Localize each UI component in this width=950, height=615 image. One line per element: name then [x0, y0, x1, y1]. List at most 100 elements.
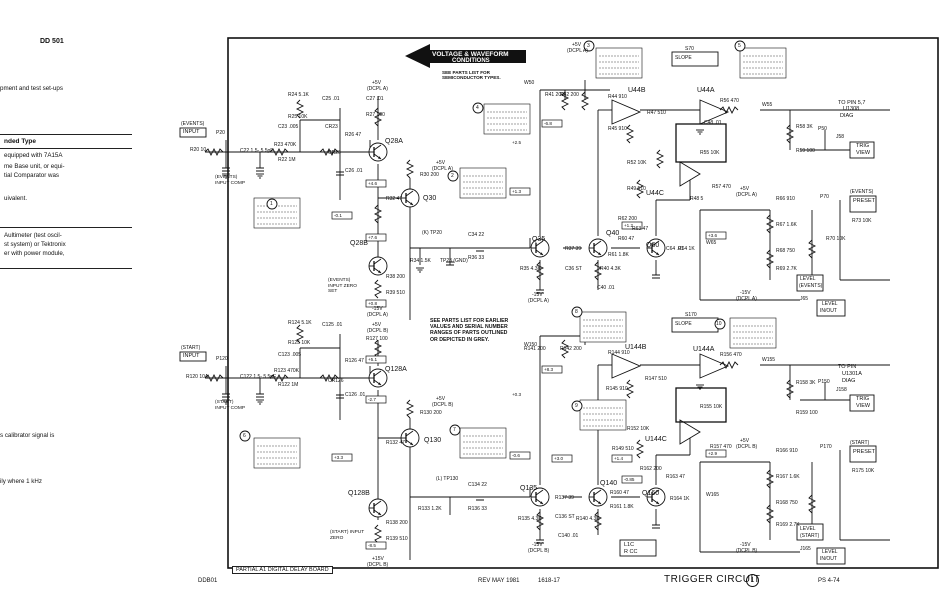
component-label: R142 200	[560, 346, 582, 352]
start-input-comp: (START) INPUT COMP	[215, 400, 246, 411]
supply-label: +5V	[740, 438, 750, 444]
component-label: C134 22	[468, 482, 487, 488]
component-label: C136 ST	[555, 514, 575, 520]
supply-label: -15V	[532, 292, 543, 298]
start-preset-label: (START)	[850, 440, 870, 446]
supply-label: +5V	[740, 186, 750, 192]
left-text-line: tial Comparator was	[4, 172, 60, 179]
voltage-readout: +8.3	[544, 367, 554, 372]
left-spec-box: nded Type equipped with 7A15A me Base un…	[0, 134, 132, 228]
supply-label: (DCPL A)	[736, 192, 757, 198]
component-label: R59 100	[796, 148, 815, 154]
trig-view-top: TRIG	[856, 143, 870, 149]
component-label: R30 200	[420, 172, 439, 178]
voltage-readout: +0.8	[368, 301, 378, 306]
slope-label: SLOPE	[675, 55, 692, 61]
transistor-q30	[400, 188, 420, 208]
revision-label: REV MAY 1981	[478, 578, 520, 584]
component-label: C26 .01	[345, 168, 363, 174]
component-label: R27 100	[366, 112, 385, 118]
component-label: R58 3K	[796, 124, 813, 130]
q40-label: Q40	[606, 230, 620, 237]
component-label: C36 ST	[565, 266, 582, 272]
supply-label: (DCPL B)	[367, 328, 389, 334]
voltage-readout: +2.9	[708, 451, 718, 456]
transistor-q28b	[368, 256, 388, 276]
component-label: R152 10K	[627, 426, 650, 432]
supply-label: (DCPL A)	[736, 296, 757, 302]
component-label: CR23	[325, 124, 338, 130]
test-point-label: (L) TP130	[436, 476, 459, 482]
component-label: R32 47	[386, 196, 403, 202]
component-label: R63 47	[632, 226, 649, 232]
component-label: R166 910	[776, 448, 798, 454]
component-label: R44 910	[608, 94, 627, 100]
ddb01-label: DDB01	[198, 578, 218, 584]
component-label: R20 10	[190, 147, 207, 153]
supply-label: -15V	[740, 542, 751, 548]
in-out-top: IN/OUT	[820, 308, 837, 314]
q160-label: Q160	[642, 490, 660, 497]
transistor-q40	[588, 238, 608, 258]
trig-view-bot: TRIG	[856, 396, 870, 402]
component-label: R147 510	[645, 376, 667, 382]
supply-label: -15V	[372, 306, 383, 312]
component-label: R169 2.7K	[776, 522, 800, 528]
supply-label: +5V	[372, 322, 382, 328]
q60-label: Q60	[646, 242, 660, 249]
component-label: C27 .01	[366, 96, 384, 102]
component-label: R41 200	[545, 92, 564, 98]
component-label: R125 10K	[288, 340, 311, 346]
doc-id: DD 501	[40, 38, 64, 45]
voltage-readout: -2.7	[368, 397, 376, 402]
to-pin-bot-2: U1301A	[842, 371, 862, 377]
voltage-readout: -6.8	[544, 121, 552, 126]
voltage-readout: +3.6	[708, 233, 718, 238]
test-point-label: P120	[216, 356, 228, 362]
component-label: R135 4.3K	[518, 516, 542, 522]
start-zero: (START) INPUT ZERO	[330, 530, 365, 541]
test-point-label: P170	[820, 444, 832, 450]
events-input-comp: (EVENTS) INPUT COMP	[215, 175, 246, 186]
test-point-label: P50	[818, 126, 827, 132]
component-label: R175 10K	[852, 468, 875, 474]
component-label: R159 100	[796, 410, 818, 416]
test-point-label: W50	[524, 80, 535, 86]
to-pin-top-2: U1308	[843, 106, 860, 112]
left-spec-box-2: Aultimeter (test oscil- st system) or Te…	[0, 226, 132, 269]
component-label: R136 33	[468, 506, 487, 512]
waveform-id: 6	[243, 433, 246, 439]
component-label: R123 470K	[274, 368, 300, 374]
component-label: C48 .01	[704, 120, 722, 126]
voltage-readout: -0.1	[334, 213, 342, 218]
component-label: C23 .005	[278, 124, 299, 130]
component-label: R168 750	[776, 500, 798, 506]
component-label: R66 910	[776, 196, 795, 202]
component-label: R69 2.7K	[776, 266, 797, 272]
component-label: R34 1.5K	[410, 258, 431, 264]
component-label: R36 33	[468, 255, 485, 261]
test-point-label: W155	[762, 357, 776, 363]
u44c-label: U44C	[646, 190, 664, 197]
component-label: R162 200	[640, 466, 662, 472]
events-input-label: (EVENTS)	[181, 121, 205, 127]
level-in-out-bot: LEVEL	[822, 549, 838, 555]
component-label: R24 5.1K	[288, 92, 309, 98]
component-label: R64 1K	[678, 246, 695, 252]
component-label: R167 1.6K	[776, 474, 800, 480]
transistor-q140	[588, 487, 608, 507]
q28b-label: Q28B	[350, 240, 368, 247]
q135-label: Q135	[520, 485, 538, 492]
u144c-label: U144C	[645, 436, 667, 443]
q128a-label: Q128A	[385, 366, 407, 373]
trigger-circuit-title: TRIGGER CIRCUIT	[664, 574, 761, 585]
supply-label: -15V	[740, 290, 751, 296]
voltage-waveform-banner	[405, 44, 526, 68]
diag-top: DIAG	[840, 113, 854, 119]
view-bot: VIEW	[856, 403, 871, 409]
q140-label: Q140	[600, 480, 618, 487]
component-label: R145 910	[606, 386, 628, 392]
preset-top: PRESET	[853, 198, 876, 204]
component-label: R61 1.8K	[608, 252, 629, 258]
test-point-label: J158	[836, 387, 847, 393]
